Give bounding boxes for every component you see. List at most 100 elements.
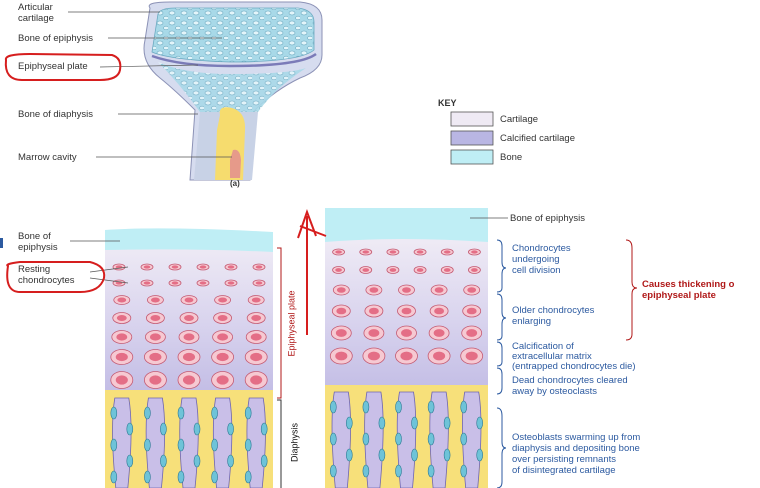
osteoblast bbox=[110, 438, 118, 452]
key-swatch-cartilage bbox=[450, 111, 494, 127]
thickening-line1: Causes thickening o bbox=[642, 279, 735, 290]
osteoblast bbox=[362, 464, 370, 478]
osteoblast bbox=[362, 432, 370, 446]
key-label-calcified: Calcified cartilage bbox=[500, 133, 575, 144]
key-title: KEY bbox=[438, 98, 457, 108]
label-articular-cartilage-1: Articular bbox=[18, 2, 53, 13]
red-growth-arrow bbox=[297, 209, 327, 335]
osteoblast bbox=[144, 470, 151, 484]
cartilage-remnant-column bbox=[112, 397, 132, 488]
osteoblast bbox=[260, 454, 268, 468]
top-leader-lines bbox=[68, 11, 232, 158]
osteoblast bbox=[193, 422, 201, 436]
cartilage-remnant-column bbox=[145, 397, 166, 488]
osteoblast bbox=[345, 448, 353, 462]
osteoblast bbox=[227, 422, 234, 436]
osteoblast bbox=[211, 470, 218, 484]
label-bone-of-diaphysis: Bone of diaphysis bbox=[18, 109, 93, 120]
figure-caption: (a) bbox=[230, 179, 240, 188]
osteoblast bbox=[476, 416, 484, 430]
osteoblast bbox=[177, 470, 185, 484]
osteoblast bbox=[427, 464, 435, 478]
zone5-line4: of disintegrated cartilage bbox=[512, 465, 616, 476]
label-resting-2: chondrocytes bbox=[18, 275, 75, 286]
osteoblast bbox=[395, 464, 402, 478]
label-epiphyseal-plate-vertical: Epiphyseal plate bbox=[286, 290, 297, 357]
label-resting-1: Resting bbox=[18, 264, 51, 275]
cartilage-remnant-column bbox=[246, 397, 266, 488]
osteoblast bbox=[227, 454, 234, 468]
red-circle-epiphyseal-plate bbox=[4, 52, 122, 81]
label-marrow-cavity: Marrow cavity bbox=[18, 152, 77, 163]
label-bone-of-epiphysis: Bone of epiphysis bbox=[18, 33, 93, 44]
osteoblast bbox=[160, 422, 167, 436]
zone5-line1: Osteoblasts swarming up from bbox=[512, 432, 641, 443]
zone3-line2: extracellular matrix bbox=[512, 351, 592, 362]
cartilage-remnant-column bbox=[364, 391, 384, 488]
osteoblast bbox=[126, 422, 134, 436]
osteoblast bbox=[460, 464, 468, 478]
osteoblast bbox=[460, 400, 468, 414]
label-epiphyseal-plate: Epiphyseal plate bbox=[18, 61, 88, 72]
key-box bbox=[450, 111, 494, 165]
key-label-bone: Bone bbox=[500, 152, 523, 163]
zone5-line2: diaphysis and depositing bone bbox=[512, 443, 640, 454]
diaphysis-bracket bbox=[277, 399, 282, 488]
zone2-line2: enlarging bbox=[512, 316, 552, 327]
bottom-left-panel bbox=[105, 228, 273, 488]
zone-brackets bbox=[496, 239, 507, 488]
osteoblast bbox=[427, 400, 435, 414]
osteoblast bbox=[177, 406, 185, 420]
osteoblast bbox=[411, 416, 418, 430]
zone3-line3: (entrapped chondrocytes die) bbox=[512, 361, 636, 372]
osteoblast bbox=[110, 406, 118, 420]
osteoblast bbox=[244, 406, 252, 420]
osteoblast bbox=[177, 438, 185, 452]
zone1-line3: cell division bbox=[512, 265, 561, 276]
osteoblast bbox=[110, 470, 118, 484]
label-bone-of-epiphysis-right: Bone of epiphysis bbox=[510, 213, 585, 224]
label-diaphysis-vertical: Diaphysis bbox=[289, 423, 300, 463]
zone2-line1: Older chondrocytes bbox=[512, 305, 595, 316]
osteoblast bbox=[244, 438, 252, 452]
osteoblast bbox=[460, 432, 468, 446]
osteoblast bbox=[362, 400, 370, 414]
left-edge-marker bbox=[0, 238, 3, 248]
red-circle-resting-chondrocytes bbox=[6, 261, 106, 293]
zone1-line2: undergoing bbox=[512, 254, 560, 265]
zone3-line1: Calcification of bbox=[512, 341, 574, 352]
label-bone-of-epiphysis-left-1: Bone of bbox=[18, 231, 51, 242]
zone4-line2: away by osteoclasts bbox=[512, 386, 598, 397]
cartilage-remnant-column bbox=[429, 391, 449, 488]
osteoblast bbox=[329, 400, 337, 414]
cartilage-remnant-column bbox=[462, 391, 482, 488]
osteoblast bbox=[260, 422, 268, 436]
epiphyseal-plate-bracket bbox=[277, 247, 282, 399]
bone-illustration bbox=[143, 1, 323, 181]
label-articular-cartilage-2: cartilage bbox=[18, 13, 54, 24]
osteoblast bbox=[395, 432, 402, 446]
osteoblast bbox=[211, 438, 218, 452]
osteoblast bbox=[126, 454, 134, 468]
osteoblast bbox=[160, 454, 167, 468]
thickening-bracket bbox=[625, 239, 638, 341]
bottom-right-panel bbox=[325, 208, 488, 488]
cartilage-remnant-column bbox=[396, 391, 417, 488]
osteoblast bbox=[443, 416, 451, 430]
bottom-leader-lines bbox=[70, 217, 508, 284]
osteoblast bbox=[411, 448, 418, 462]
zone5-line3: over persisting remnants bbox=[512, 454, 617, 465]
cartilage-remnant-column bbox=[212, 397, 233, 488]
key-swatch-calcified bbox=[450, 130, 494, 146]
thickening-line2: epiphyseal plate bbox=[642, 290, 716, 301]
osteoblast bbox=[345, 416, 353, 430]
osteoblast bbox=[395, 400, 402, 414]
osteoblast bbox=[476, 448, 484, 462]
osteoblast bbox=[144, 438, 151, 452]
osteoblast bbox=[427, 432, 435, 446]
osteoblast bbox=[244, 470, 252, 484]
osteoblast bbox=[211, 406, 218, 420]
osteoblast bbox=[329, 432, 337, 446]
key-swatch-bone bbox=[450, 149, 494, 165]
